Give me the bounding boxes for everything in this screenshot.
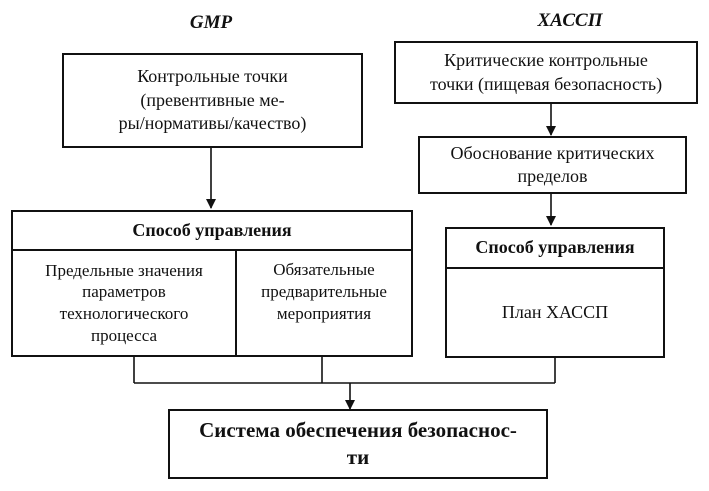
haccp-control-method-box: Способ управления План ХАССП (445, 227, 665, 358)
haccp-critical-limits-text: Обоснование критических пределов (450, 142, 655, 186)
haccp-title-divider (447, 267, 663, 269)
gmp-control-method-title: Способ управления (132, 219, 292, 240)
gmp-title-divider (13, 249, 411, 251)
haccp-critical-points-text: Критические контрольные точки (пищевая б… (429, 50, 663, 94)
gmp-control-method-box: Способ управления Предельные значения па… (11, 210, 413, 357)
safety-system-box: Система обеспечения безопаснос- ти (168, 409, 548, 479)
haccp-critical-limits-box: Обоснование критических пределов (418, 136, 687, 194)
haccp-critical-points-box: Критические контрольные точки (пищевая б… (394, 41, 698, 104)
gmp-cells-divider (235, 251, 237, 355)
haccp-control-method-title: Способ управления (475, 237, 635, 258)
gmp-limits-text: Предельные значения параметров технологи… (45, 260, 203, 345)
heading-gmp: GMP (189, 12, 233, 33)
haccp-plan-text: План ХАССП (501, 301, 609, 322)
safety-system-text: Система обеспечения безопаснос- ти (199, 417, 517, 469)
gmp-control-points-text: Контрольные точки (превентивные ме- ры/н… (118, 66, 307, 134)
gmp-control-points-box: Контрольные точки (превентивные ме- ры/н… (62, 53, 363, 148)
gmp-measures-text: Обязательные предварительные мероприятия (261, 260, 387, 323)
heading-haccp: ХАССП (537, 10, 603, 31)
